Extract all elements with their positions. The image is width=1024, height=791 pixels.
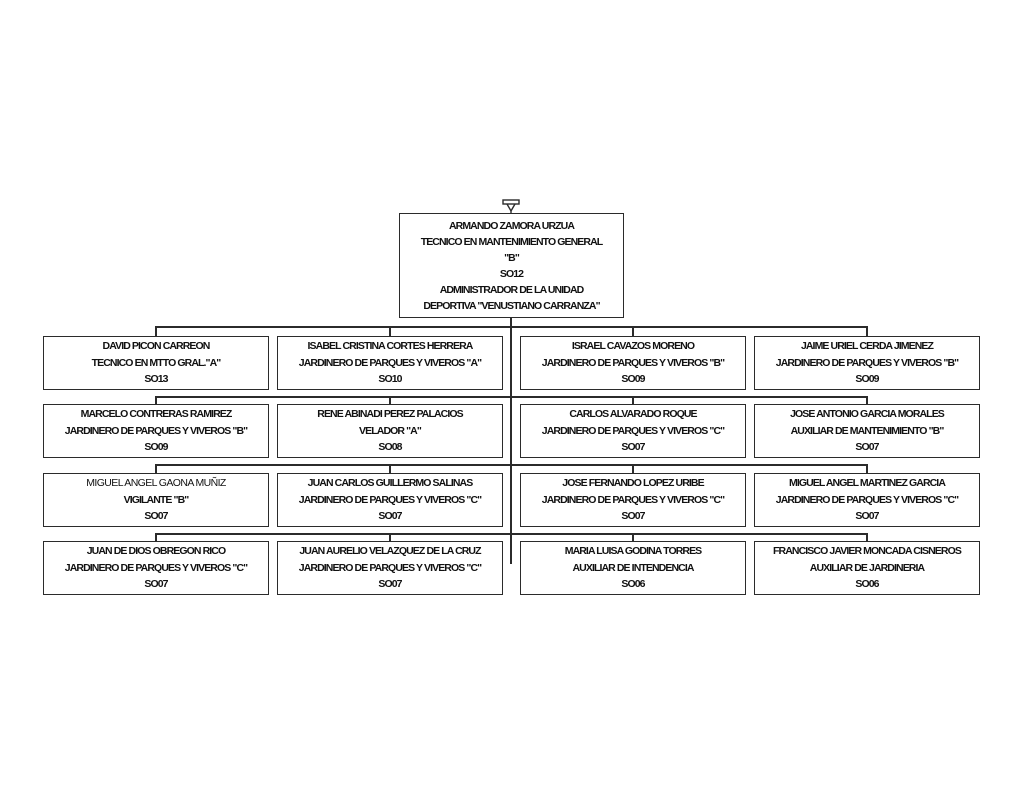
node-position: TECNICO EN MANTENIMIENTO GENERAL (420, 235, 604, 248)
node-level: SO06 (621, 578, 645, 591)
connector-row2-drop (155, 396, 157, 404)
node-level: SO07 (144, 510, 168, 523)
node-position: JARDINERO DE PARQUES Y VIVEROS "C" (541, 493, 725, 506)
node-level: SO07 (378, 578, 402, 591)
org-node: RENE ABINADI PEREZ PALACIOS VELADOR "A" … (277, 404, 503, 458)
org-node: JUAN CARLOS GUILLERMO SALINAS JARDINERO … (277, 473, 503, 527)
org-node: JOSE FERNANDO LOPEZ URIBE JARDINERO DE P… (520, 473, 746, 527)
org-node: JUAN AURELIO VELAZQUEZ DE LA CRUZ JARDIN… (277, 541, 503, 595)
org-node: FRANCISCO JAVIER MONCADA CISNEROS AUXILI… (754, 541, 980, 595)
node-level: SO09 (144, 441, 168, 454)
node-name: MARCELO CONTRERAS RAMIREZ (80, 408, 233, 421)
connector-row2-bus (155, 396, 867, 398)
node-position: AUXILIAR DE JARDINERIA (809, 561, 925, 574)
node-name: DAVID PICON CARREON (102, 340, 211, 353)
org-node: MIGUEL ANGEL GAONA MUÑIZ VIGILANTE "B" S… (43, 473, 269, 527)
node-name: JOSE FERNANDO LOPEZ URIBE (562, 477, 704, 490)
org-node: MARCELO CONTRERAS RAMIREZ JARDINERO DE P… (43, 404, 269, 458)
node-name: FRANCISCO JAVIER MONCADA CISNEROS (773, 545, 962, 558)
connector-row4-drop (866, 533, 868, 541)
node-name: ARMANDO ZAMORA URZUA (448, 219, 575, 232)
node-level: SO07 (144, 578, 168, 591)
connector-row4-drop (155, 533, 157, 541)
node-position: JARDINERO DE PARQUES Y VIVEROS "A" (298, 356, 482, 369)
connector-row2-drop (389, 396, 391, 404)
node-level: SO08 (378, 441, 402, 454)
node-name: MARIA LUISA GODINA TORRES (564, 545, 702, 558)
org-node-administrator: ARMANDO ZAMORA URZUA TECNICO EN MANTENIM… (399, 213, 624, 318)
node-position: JARDINERO DE PARQUES Y VIVEROS "C" (298, 561, 482, 574)
node-name: JOSE ANTONIO GARCIA MORALES (790, 408, 945, 421)
org-node: MARIA LUISA GODINA TORRES AUXILIAR DE IN… (520, 541, 746, 595)
org-root-marker-icon (502, 199, 520, 213)
connector-row3-bus (155, 464, 867, 466)
connector-row4-drop (632, 533, 634, 541)
node-name: ISRAEL CAVAZOS MORENO (571, 340, 695, 353)
node-name: RENE ABINADI PEREZ PALACIOS (317, 408, 463, 421)
node-name: MIGUEL ANGEL MARTINEZ GARCIA (788, 477, 946, 490)
org-node: CARLOS ALVARADO ROQUE JARDINERO DE PARQU… (520, 404, 746, 458)
org-node: JUAN DE DIOS OBREGON RICO JARDINERO DE P… (43, 541, 269, 595)
connector-root-trunk (510, 318, 512, 564)
node-position: AUXILIAR DE INTENDENCIA (572, 561, 694, 574)
node-name: JUAN AURELIO VELAZQUEZ DE LA CRUZ (299, 545, 481, 558)
node-level: SO10 (378, 373, 402, 386)
node-position: JARDINERO DE PARQUES Y VIVEROS "B" (775, 356, 959, 369)
node-position: JARDINERO DE PARQUES Y VIVEROS "C" (298, 493, 482, 506)
node-position: "B" (504, 251, 520, 264)
org-node: DAVID PICON CARREON TECNICO EN MTTO GRAL… (43, 336, 269, 390)
node-name: ISABEL CRISTINA CORTES HERRERA (307, 340, 474, 353)
node-position: JARDINERO DE PARQUES Y VIVEROS "C" (64, 561, 248, 574)
connector-row2-drop (866, 396, 868, 404)
node-level: SO07 (378, 510, 402, 523)
node-role: DEPORTIVA "VENUSTIANO CARRANZA" (423, 299, 600, 312)
node-role: ADMINISTRADOR DE LA UNIDAD (439, 283, 585, 296)
node-position: JARDINERO DE PARQUES Y VIVEROS "B" (64, 424, 248, 437)
node-level: SO06 (855, 578, 879, 591)
org-node: ISABEL CRISTINA CORTES HERRERA JARDINERO… (277, 336, 503, 390)
node-position: JARDINERO DE PARQUES Y VIVEROS "C" (541, 424, 725, 437)
connector-row1-drop (389, 326, 391, 336)
connector-row1-drop (632, 326, 634, 336)
node-name: MIGUEL ANGEL GAONA MUÑIZ (86, 477, 226, 490)
node-level: SO07 (855, 441, 879, 454)
connector-row4-drop (389, 533, 391, 541)
connector-row1-drop (155, 326, 157, 336)
node-position: TECNICO EN MTTO GRAL."A" (91, 356, 222, 369)
node-level: SO09 (621, 373, 645, 386)
node-position: JARDINERO DE PARQUES Y VIVEROS "B" (541, 356, 725, 369)
org-node: ISRAEL CAVAZOS MORENO JARDINERO DE PARQU… (520, 336, 746, 390)
org-node: JAIME URIEL CERDA JIMENEZ JARDINERO DE P… (754, 336, 980, 390)
connector-row4-bus (155, 533, 867, 535)
node-level: SO07 (621, 441, 645, 454)
node-level: SO09 (855, 373, 879, 386)
node-position: VIGILANTE "B" (123, 493, 190, 506)
node-level: SO12 (499, 267, 524, 280)
node-name: CARLOS ALVARADO ROQUE (569, 408, 697, 421)
connector-row3-drop (389, 464, 391, 473)
node-name: JUAN DE DIOS OBREGON RICO (86, 545, 226, 558)
node-level: SO07 (855, 510, 879, 523)
connector-row1-drop (866, 326, 868, 336)
node-position: AUXILIAR DE MANTENIMIENTO "B" (790, 424, 945, 437)
org-node: MIGUEL ANGEL MARTINEZ GARCIA JARDINERO D… (754, 473, 980, 527)
node-name: JUAN CARLOS GUILLERMO SALINAS (307, 477, 474, 490)
node-position: JARDINERO DE PARQUES Y VIVEROS "C" (775, 493, 959, 506)
connector-row2-drop (632, 396, 634, 404)
node-position: VELADOR "A" (359, 424, 422, 437)
node-level: SO13 (144, 373, 168, 386)
node-name: JAIME URIEL CERDA JIMENEZ (800, 340, 934, 353)
connector-row3-drop (632, 464, 634, 473)
connector-row3-drop (866, 464, 868, 473)
node-level: SO07 (621, 510, 645, 523)
connector-row1-bus (155, 326, 867, 328)
org-node: JOSE ANTONIO GARCIA MORALES AUXILIAR DE … (754, 404, 980, 458)
connector-row3-drop (155, 464, 157, 473)
